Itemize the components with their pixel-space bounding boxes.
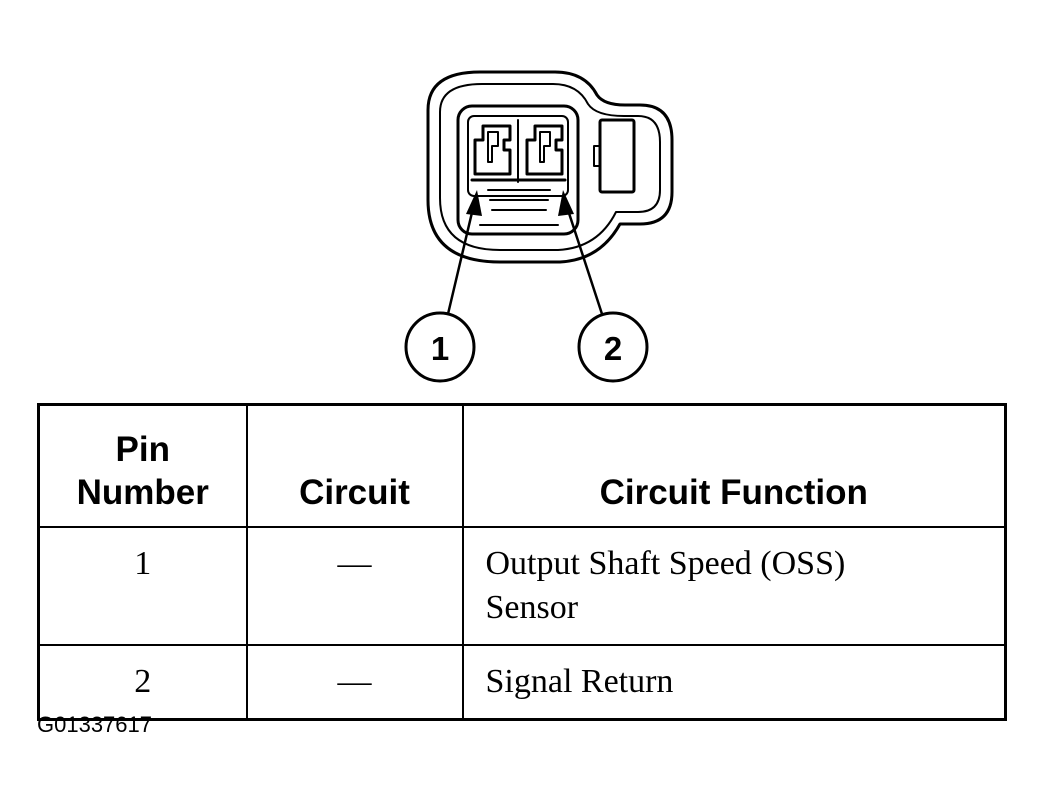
terminal-cavity-inner [467,115,569,197]
pin-1-terminal-contact [487,131,499,163]
pin-table: Pin Number Circuit Circuit Function 1 — … [37,403,1007,721]
circuit-cell: — [245,644,464,721]
circuit-cell: — [245,526,464,646]
circuit-function-cell: Output Shaft Speed (OSS) Sensor [461,526,1007,646]
connector-housing-inner [439,83,661,251]
callout-1-label: 1 [431,330,449,367]
figure-id: G01337617 [37,712,152,737]
table-row: 1 — Output Shaft Speed (OSS) Sensor [37,526,1007,646]
header-circuit-function: Circuit Function [461,403,1007,528]
table-header-row: Pin Number Circuit Circuit Function [37,403,1007,528]
callout-1-circle [404,311,476,383]
pin-2-terminal-icon [525,124,564,176]
callout-1-leader [446,202,476,316]
callout-2-label: 2 [604,330,622,367]
pin-number-cell: 2 [37,644,248,721]
pin-2-terminal-contact [539,131,551,163]
locking-tab [598,118,636,194]
callout-2-circle [577,311,649,383]
terminal-cavity-frame [456,104,580,236]
callout-1-arrowhead [466,190,482,216]
connector-housing-outer [426,70,674,264]
callout-2-leader [564,202,604,316]
header-circuit: Circuit [245,403,464,528]
circuit-function-cell: Signal Return [461,644,1007,721]
table-row: 2 — Signal Return [37,644,1007,721]
header-pin-number: Pin Number [37,403,248,528]
pin-1-terminal-icon [473,124,512,176]
connector-diagram: 1 2 [404,70,674,383]
callout-2-arrowhead [558,190,574,216]
pin-number-cell: 1 [37,526,248,646]
